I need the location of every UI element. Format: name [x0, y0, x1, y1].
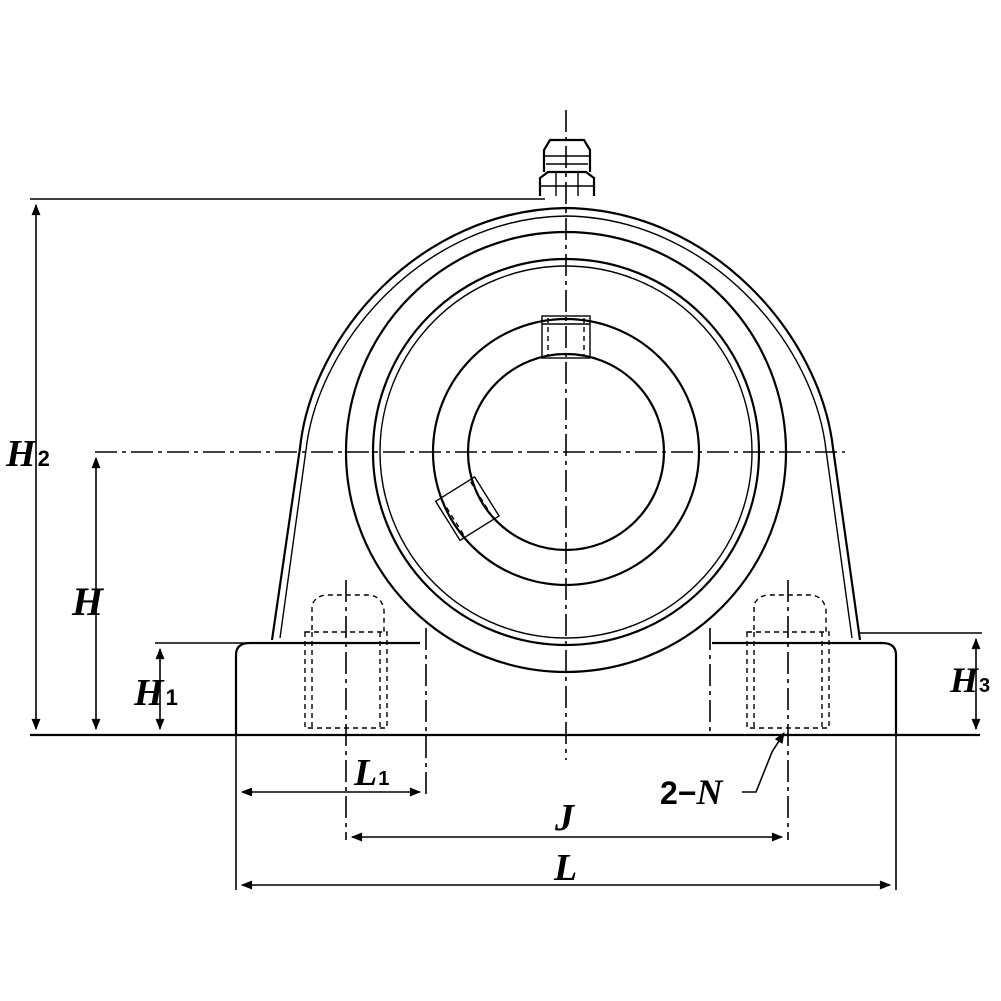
- label-L: L: [553, 847, 577, 889]
- dim-H2: [30, 198, 545, 731]
- label-H2: H2: [5, 433, 50, 475]
- dim-H1: [155, 642, 272, 731]
- label-L1: L1: [353, 752, 389, 794]
- dim-H3: [860, 632, 982, 731]
- label-J: J: [554, 797, 575, 839]
- center-lines: [95, 110, 845, 840]
- housing-outline: [270, 206, 862, 641]
- grease-nipple: [538, 138, 596, 196]
- label-H3: H3: [949, 660, 990, 700]
- dim-L1: [235, 735, 422, 890]
- leader-2N: [742, 732, 785, 793]
- housing-inner-profile: [279, 215, 853, 639]
- set-screw-top: [541, 315, 591, 359]
- label-H: H: [71, 579, 105, 624]
- label-2N: 2−N: [660, 772, 724, 812]
- set-screw-angled: [434, 475, 500, 542]
- label-H1: H1: [133, 672, 178, 714]
- dim-L: [240, 735, 897, 890]
